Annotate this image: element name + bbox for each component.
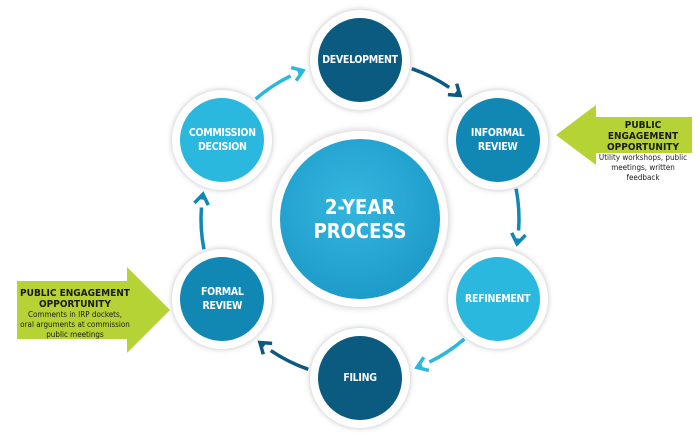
node-development: DEVELOPMENT	[310, 10, 410, 110]
connector-arc	[416, 337, 466, 370]
arrowhead-icon	[257, 340, 273, 355]
connector-arc	[199, 193, 206, 250]
node-formal-review: FORMAL REVIEW	[172, 248, 273, 349]
node-commission-decision: COMMISSION DECISION	[172, 89, 273, 190]
node-label: INFORMAL REVIEW	[470, 126, 525, 153]
left-callout: PUBLIC ENGAGEMENT OPPORTUNITY Comments i…	[20, 288, 130, 340]
center-title-line1: 2-YEAR	[324, 195, 396, 219]
connector-arc	[411, 67, 462, 97]
callout-text: Utility workshops, public meetings, writ…	[598, 153, 688, 182]
connector-arc	[258, 341, 309, 371]
node-label: DEVELOPMENT	[322, 54, 398, 66]
left-callout-arrow	[17, 267, 170, 353]
node-label: FILING	[343, 372, 377, 384]
callout-text: Comments in IRP dockets, oral arguments …	[20, 310, 130, 339]
right-callout: PUBLIC ENGAGEMENT OPPORTUNITY Utility wo…	[596, 120, 690, 183]
node-label: REFINEMENT	[465, 292, 531, 305]
node-label: FORMAL REVIEW	[200, 285, 244, 312]
arrowhead-icon	[447, 83, 463, 98]
node-refinement: REFINEMENT	[447, 248, 548, 349]
connector-arc	[254, 68, 304, 101]
arrowhead-icon	[414, 356, 430, 373]
connector-arc	[514, 188, 521, 245]
node-label: COMMISSION DECISION	[188, 126, 256, 153]
arrowhead-icon	[193, 191, 210, 206]
arrowhead-icon	[510, 232, 527, 247]
right-callout-arrow	[556, 105, 692, 165]
node-informal-review: INFORMAL REVIEW	[447, 89, 548, 190]
node-filing: FILING	[310, 328, 410, 428]
arrowhead-icon	[290, 65, 306, 82]
center-title-line2: PROCESS	[313, 219, 407, 243]
callout-title: PUBLIC ENGAGEMENT OPPORTUNITY	[607, 120, 679, 153]
callout-title: PUBLIC ENGAGEMENT OPPORTUNITY	[20, 288, 130, 310]
